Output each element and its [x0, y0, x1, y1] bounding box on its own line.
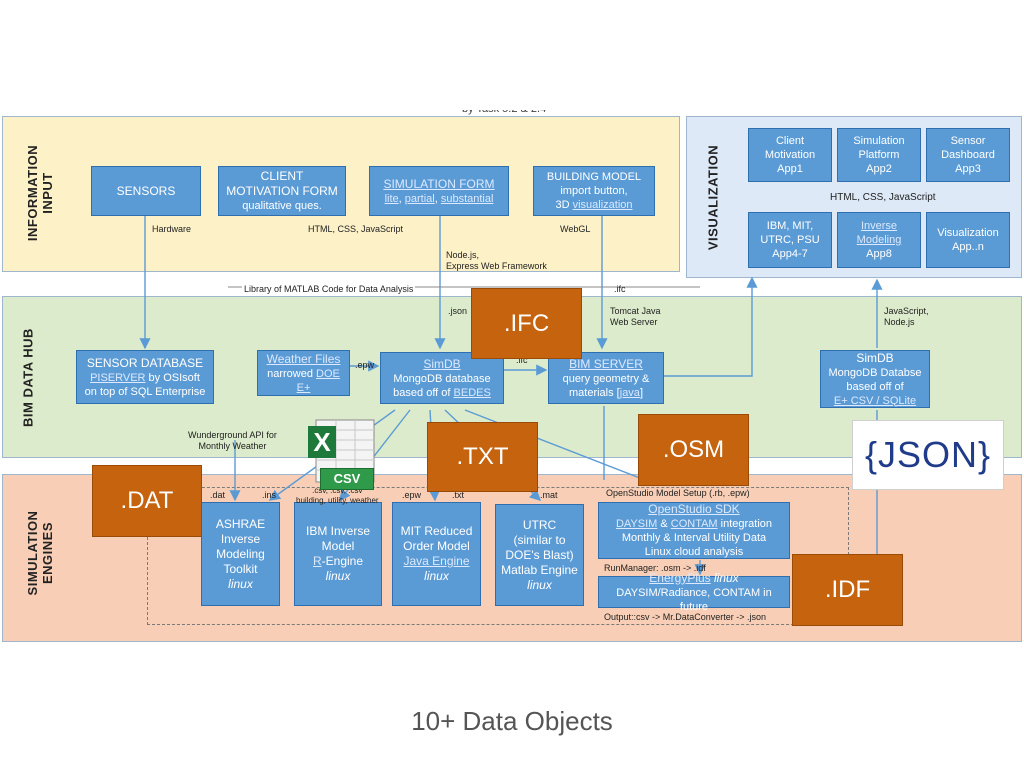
csv-file-icon: X CSV	[306, 418, 378, 490]
piserver-link[interactable]: PISERVER	[90, 371, 146, 384]
ifc-note-hub: .ifc	[516, 355, 528, 365]
r-link[interactable]: R	[312, 554, 322, 568]
energyplus-link[interactable]: EnergyPlus	[649, 570, 711, 585]
hardware-note: Hardware	[152, 224, 192, 234]
java-link[interactable]: java	[619, 386, 640, 399]
slide-caption: 10+ Data Objects	[411, 706, 613, 736]
ifc-note-top: .ifc	[614, 284, 626, 294]
daysim-link[interactable]: DAYSIM	[615, 518, 658, 530]
visualization-link[interactable]: visualization	[572, 199, 633, 211]
runmanager-note: RunManager: .osm -> .idf	[604, 563, 706, 573]
simdb-box: SimDB MongoDB database based off of BEDE…	[380, 352, 504, 404]
simdb-e-plus-box: SimDB MongoDB Databse based off of E+ CS…	[820, 350, 930, 408]
openstudio-setup-note: OpenStudio Model Setup (.rb, .epw)	[606, 488, 750, 498]
epw-note-hub: .epw	[355, 360, 375, 370]
html-css-js-note: HTML, CSS, JavaScript	[308, 224, 404, 234]
ifc-tag: .IFC	[471, 288, 582, 359]
json-logo: {JSON}	[852, 420, 1004, 490]
lite-link[interactable]: lite	[384, 192, 399, 205]
utrc-box: UTRC (similar to DOE's Blast) Matlab Eng…	[495, 504, 584, 606]
matlab-library-note: Library of MATLAB Code for Data Analysis	[242, 284, 416, 295]
java-engine-link[interactable]: Java Engine	[403, 554, 470, 568]
bim-server-box: BIM SERVER query geometry & materials [j…	[548, 352, 664, 404]
txt-tag: .TXT	[427, 422, 538, 492]
header-partial-text: by Task 5.2 & 2.4	[462, 103, 547, 115]
simulation-form-box: SIMULATION FORM lite, partial, substanti…	[369, 166, 509, 216]
bedes-link[interactable]: BEDES	[453, 386, 491, 399]
contam-link[interactable]: CONTAM	[670, 518, 718, 530]
csv-label: CSV	[320, 468, 374, 490]
substantial-link[interactable]: substantial	[440, 192, 494, 205]
dat-note: .dat	[210, 490, 226, 500]
client-motivation-form-box: CLIENT MOTIVATION FORM qualitative ques.	[218, 166, 346, 216]
sensors-box: SENSORS	[91, 166, 201, 216]
webgl-note: WebGL	[560, 224, 591, 234]
dat-tag: .DAT	[92, 465, 202, 537]
ins-note: .ins	[262, 490, 277, 500]
output-note: Output::csv -> Mr.DataConverter -> .json	[604, 612, 767, 622]
svg-text:X: X	[313, 427, 331, 457]
building-model-box: BUILDING MODEL import button, 3D visuali…	[533, 166, 655, 216]
ashrae-toolkit-box: ASHRAE Inverse Modeling Toolkit linux	[201, 502, 280, 606]
epw-note-sim: .epw	[402, 490, 422, 500]
eplus-csv-sqlite-link[interactable]: E+ CSV / SQLite	[833, 394, 917, 407]
viz-html-css-js-note: HTML, CSS, JavaScript	[830, 192, 936, 203]
openstudio-sdk-box: OpenStudio SDK DAYSIM & CONTAM integrati…	[598, 502, 790, 559]
ibm-inverse-model-box: IBM Inverse Model R-Engine linux	[294, 502, 382, 606]
openstudio-sdk-link[interactable]: OpenStudio SDK	[648, 502, 740, 516]
weather-files-link[interactable]: Weather Files	[266, 351, 341, 366]
partial-link[interactable]: partial	[404, 192, 435, 205]
javascript-nodejs-note: JavaScript,Node.js	[884, 306, 929, 327]
nodejs-note: Node.js,Express Web Framework	[446, 250, 547, 271]
txt-note: .txt	[452, 490, 465, 500]
json-note: .json	[448, 306, 468, 316]
sensor-database-box: SENSOR DATABASE PISERVER by OSIsoft on t…	[76, 350, 214, 404]
osm-tag: .OSM	[638, 414, 749, 486]
simulation-form-link[interactable]: SIMULATION FORM	[383, 176, 495, 191]
bim-server-link[interactable]: BIM SERVER	[569, 356, 643, 371]
idf-tag: .IDF	[792, 554, 903, 626]
mat-note: .mat	[540, 490, 558, 500]
weather-files-box: Weather Files narrowed DOE E+	[257, 350, 350, 396]
doe-eplus-link[interactable]: DOE E+	[296, 367, 340, 394]
energyplus-box: EnergyPlus linux DAYSIM/Radiance, CONTAM…	[598, 571, 790, 613]
mit-reduced-order-model-box: MIT Reduced Order Model Java Engine linu…	[392, 502, 481, 606]
simdb-link[interactable]: SimDB	[423, 356, 461, 371]
